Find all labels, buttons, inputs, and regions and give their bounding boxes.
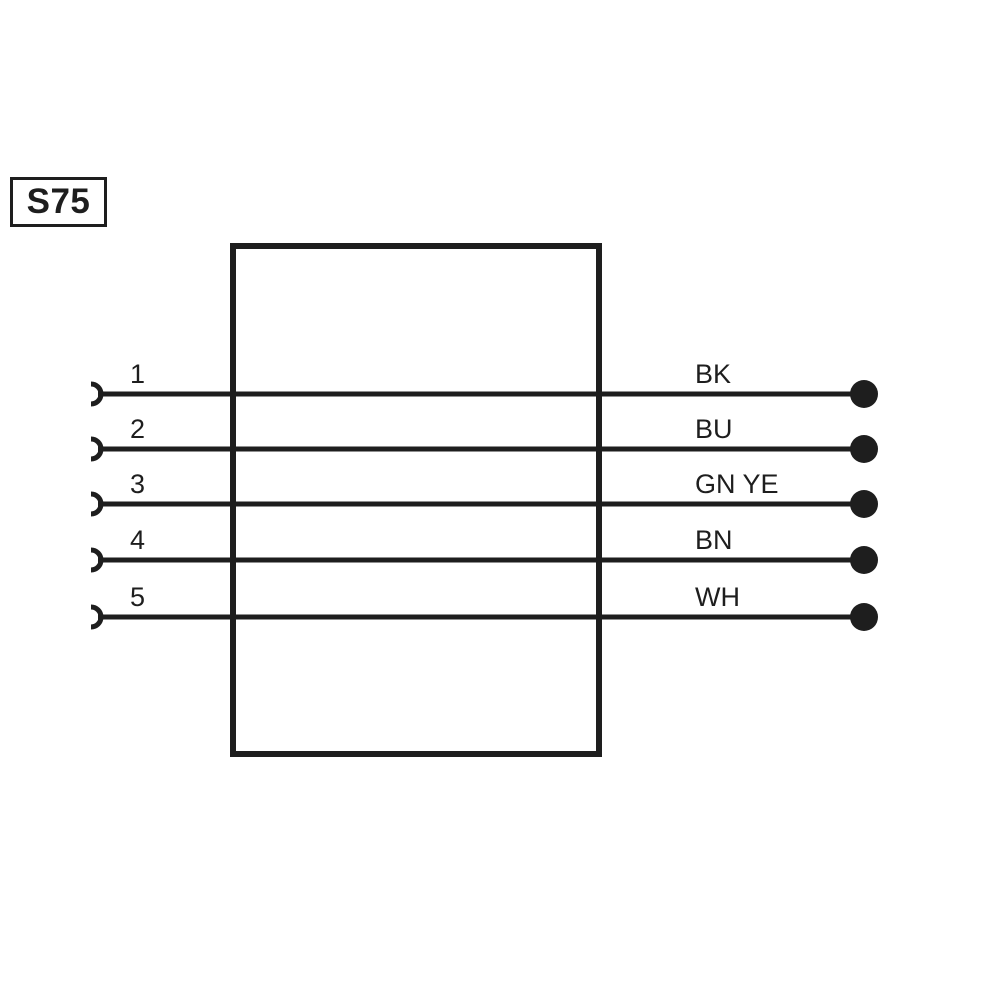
pin-number: 3 [130, 469, 146, 499]
wire-3 [90, 490, 878, 518]
pin-number: 4 [130, 525, 146, 555]
female-socket-icon [90, 547, 104, 573]
wire-color-code: GN YE [695, 469, 779, 499]
female-socket-icon [90, 491, 104, 517]
diagram-label-box: S75 [10, 177, 107, 227]
pin-number: 5 [130, 582, 146, 612]
component-housing [230, 243, 602, 757]
wire-end-terminal-icon [850, 380, 878, 408]
female-socket-icon [90, 604, 104, 630]
wire-color-code: BK [695, 359, 732, 389]
wire-end-terminal-icon [850, 490, 878, 518]
wire-end-terminal-icon [850, 546, 878, 574]
wire-color-code: BN [695, 525, 733, 555]
wire-1 [90, 380, 878, 408]
wire-4 [90, 546, 878, 574]
female-socket-icon [90, 381, 104, 407]
pin-number: 2 [130, 414, 146, 444]
wire-end-terminal-icon [850, 435, 878, 463]
wire-2 [90, 435, 878, 463]
wire-color-code: BU [695, 414, 733, 444]
wire-end-terminal-icon [850, 603, 878, 631]
pin-number: 1 [130, 359, 146, 389]
female-socket-icon [90, 436, 104, 462]
wire-5 [90, 603, 878, 631]
wire-color-code: WH [695, 582, 740, 612]
diagram-title: S75 [26, 182, 91, 221]
